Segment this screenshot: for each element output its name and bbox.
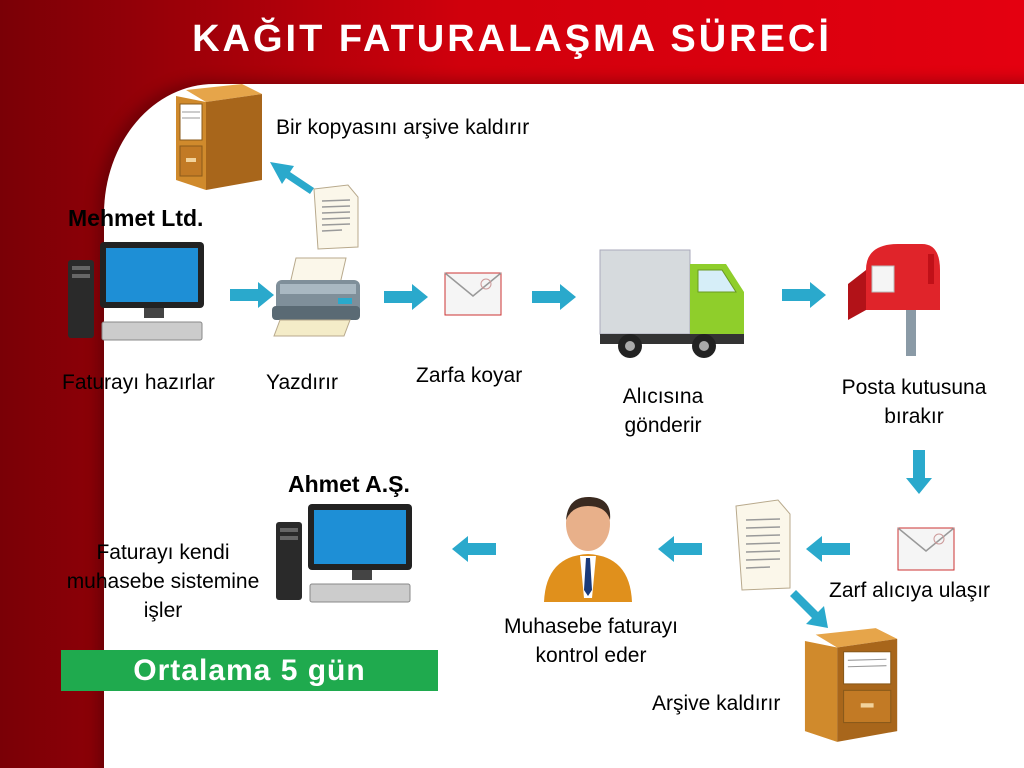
arrow-truck-to-mailbox bbox=[782, 282, 826, 308]
send-label-line1: Alıcısına bbox=[622, 385, 704, 408]
record-label-line1: Faturayı kendi bbox=[96, 541, 230, 564]
filing-cabinet-icon bbox=[176, 84, 262, 190]
archive-copy-label: Bir kopyasını arşive kaldırır bbox=[276, 116, 530, 139]
filing-cabinet-icon bbox=[804, 628, 898, 742]
send-label: Alıcısına gönderir bbox=[606, 382, 720, 440]
sender-company-label: Mehmet Ltd. bbox=[68, 205, 204, 231]
mailbox-label-line2: bırakır bbox=[884, 405, 944, 428]
mailbox-icon bbox=[848, 244, 940, 356]
envelope-icon bbox=[897, 527, 955, 571]
truck-icon bbox=[599, 249, 744, 358]
arrow-print-to-envelope bbox=[384, 284, 428, 310]
document-icon bbox=[313, 184, 359, 250]
arrives-label: Zarf alıcıya ulaşır bbox=[829, 579, 991, 602]
person-icon bbox=[544, 496, 632, 602]
receiver-company-label: Ahmet A.Ş. bbox=[288, 471, 410, 497]
computer-icon bbox=[276, 504, 412, 603]
arrow-to-archive-bottom bbox=[790, 590, 828, 628]
record-label: Faturayı kendi muhasebe sistemine işler bbox=[38, 538, 288, 625]
print-label: Yazdırır bbox=[266, 371, 338, 394]
send-label-line2: gönderir bbox=[624, 414, 702, 437]
duration-badge: Ortalama 5 gün bbox=[61, 650, 438, 691]
arrow-prepare-to-print bbox=[230, 282, 274, 308]
record-label-line2: muhasebe sistemine bbox=[66, 570, 260, 593]
archive-label: Arşive kaldırır bbox=[652, 692, 781, 715]
mailbox-label-line1: Posta kutusuna bbox=[841, 376, 987, 399]
arrow-envelope-to-document bbox=[806, 536, 850, 562]
accounting-label: Muhasebe faturayı kontrol eder bbox=[476, 612, 706, 670]
arrow-to-archive bbox=[270, 162, 314, 194]
prepare-label: Faturayı hazırlar bbox=[62, 371, 215, 394]
envelope-icon bbox=[444, 272, 502, 316]
envelope-label: Zarfa koyar bbox=[416, 364, 523, 387]
accounting-label-line2: kontrol eder bbox=[535, 644, 647, 667]
arrow-document-to-accounting bbox=[658, 536, 702, 562]
document-icon bbox=[735, 499, 791, 591]
record-label-line3: işler bbox=[143, 599, 183, 622]
slide-title: KAĞIT FATURALAŞMA SÜRECİ bbox=[192, 18, 832, 60]
mailbox-label: Posta kutusuna bırakır bbox=[820, 373, 1008, 431]
arrow-envelope-to-truck bbox=[532, 284, 576, 310]
printer-icon bbox=[272, 257, 360, 337]
accounting-label-line1: Muhasebe faturayı bbox=[504, 615, 678, 638]
arrow-mailbox-down bbox=[906, 450, 932, 494]
arrow-accounting-to-computer bbox=[452, 536, 496, 562]
computer-icon bbox=[68, 242, 204, 341]
